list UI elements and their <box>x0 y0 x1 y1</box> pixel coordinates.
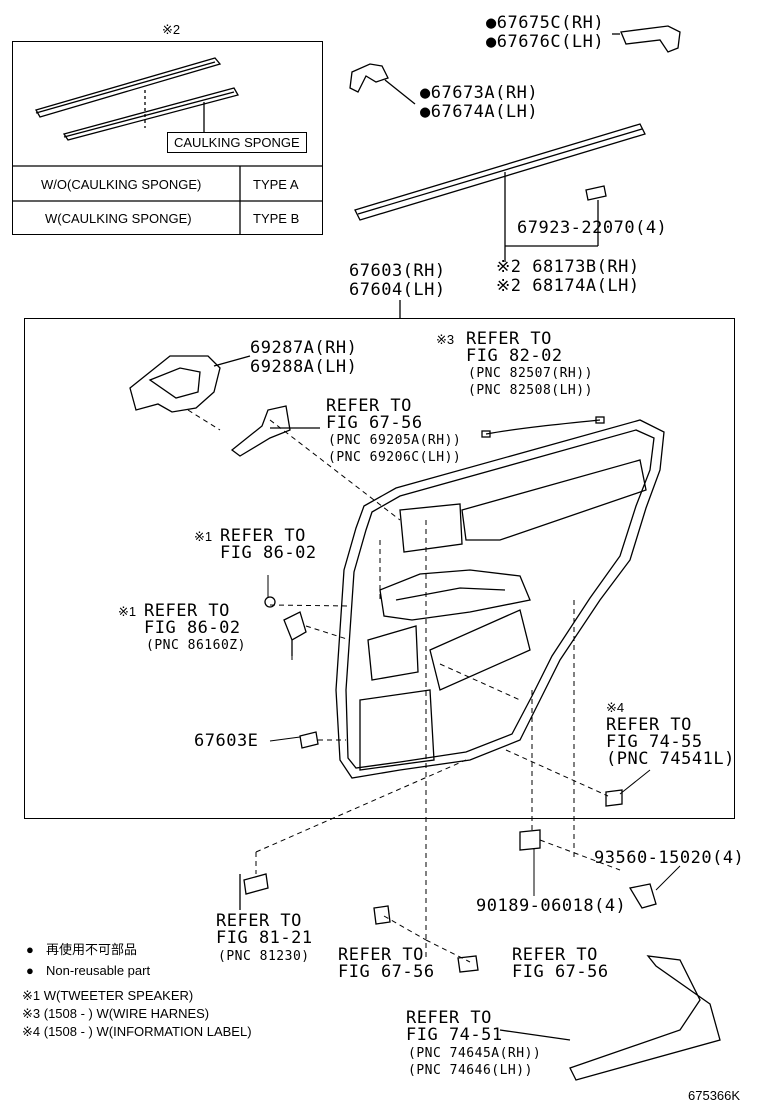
note-nonreusable-en: Non-reusable part <box>46 963 151 978</box>
label-68173b: ※2 68173B(RH) ※2 68174A(LH) <box>496 258 640 296</box>
nonreusable-dot-icon-2: ● <box>26 963 34 978</box>
label-90189: 90189-06018(4) <box>476 896 627 916</box>
ref-fig-74-51-line2: FIG 74-51 <box>406 1025 503 1045</box>
ref-fig-82-02-mark: ※3 <box>436 332 455 347</box>
figure-id: 675366K <box>688 1088 741 1103</box>
label-67675c: ●67675C(RH) ●67676C(LH) <box>486 14 604 52</box>
ref-fig-82-02-pnc2: (PNC 82508(LH)) <box>468 383 593 398</box>
ref-fig-67-56-a-pnc2: (PNC 69206C(LH)) <box>328 450 462 465</box>
label-68173b-rh: ※2 68173B(RH) <box>496 257 640 277</box>
label-67676c-lh: ●67676C(LH) <box>486 32 605 52</box>
label-67603: 67603(RH) 67604(LH) <box>349 262 446 300</box>
ref-fig-86-02-a-line2: FIG 86-02 <box>220 543 317 563</box>
ref-fig-67-56-c-line1: REFER TO <box>512 945 598 965</box>
legend-row-1-condition: W/O(CAULKING SPONGE) <box>41 177 202 192</box>
label-67675c-rh: ●67675C(RH) <box>486 13 605 33</box>
note-3: ※3 (1508 - ) W(WIRE HARNES) <box>22 1006 210 1021</box>
label-67603-rh: 67603(RH) <box>349 261 446 281</box>
legend-box <box>12 41 323 235</box>
ref-fig-74-55-mark: ※4 <box>606 700 625 715</box>
label-68174a-lh: ※2 68174A(LH) <box>496 276 640 296</box>
label-67604-lh: 67604(LH) <box>349 280 446 300</box>
ref-fig-67-56-a-line1: REFER TO <box>326 396 412 416</box>
nonreusable-dot-icon: ● <box>26 942 34 957</box>
label-93560: 93560-15020(4) <box>594 848 745 868</box>
label-69287a: 69287A(RH) 69288A(LH) <box>250 339 357 377</box>
label-69288a-lh: 69288A(LH) <box>250 357 358 377</box>
ref-fig-86-02-b-pnc: (PNC 86160Z) <box>146 638 246 653</box>
note-4: ※4 (1508 - ) W(INFORMATION LABEL) <box>22 1024 252 1039</box>
ref-fig-86-02-b-mark: ※1 <box>118 604 137 619</box>
ref-fig-67-56-b-line1: REFER TO <box>338 945 424 965</box>
note-1: ※1 W(TWEETER SPEAKER) <box>22 988 194 1003</box>
ref-fig-81-21-line2: FIG 81-21 <box>216 928 313 948</box>
ref-fig-81-21-pnc: (PNC 81230) <box>218 949 310 964</box>
label-67673a-rh: ●67673A(RH) <box>420 83 539 103</box>
ref-fig-74-55-line1: REFER TO <box>606 715 692 735</box>
ref-fig-81-21-line1: REFER TO <box>216 911 302 931</box>
legend-row-2-condition: W(CAULKING SPONGE) <box>45 211 192 226</box>
ref-fig-74-51-pnc2: (PNC 74646(LH)) <box>408 1063 533 1078</box>
label-69287a-rh: 69287A(RH) <box>250 338 358 358</box>
label-67673a: ●67673A(RH) ●67674A(LH) <box>420 84 538 122</box>
label-67603e: 67603E <box>194 731 259 751</box>
legend-row-1-type: TYPE A <box>253 177 299 192</box>
ref-fig-74-55-pnc: (PNC 74541L) <box>606 749 735 769</box>
ref-fig-67-56-a-pnc1: (PNC 69205A(RH)) <box>328 433 462 448</box>
caulking-sponge-label: CAULKING SPONGE <box>167 132 307 153</box>
label-67674a-lh: ●67674A(LH) <box>420 102 539 122</box>
legend-ref-mark: ※2 <box>162 22 181 37</box>
label-67923: 67923-22070(4) <box>517 218 668 238</box>
ref-fig-86-02-b-line2: FIG 86-02 <box>144 618 241 638</box>
ref-fig-82-02-line2: FIG 82-02 <box>466 346 563 366</box>
ref-fig-86-02-b-line1: REFER TO <box>144 601 230 621</box>
note-nonreusable-jp: 再使用不可部品 <box>46 942 138 957</box>
ref-fig-86-02-a-line1: REFER TO <box>220 526 306 546</box>
ref-fig-74-55-line2: FIG 74-55 <box>606 732 703 752</box>
ref-fig-82-02-line1: REFER TO <box>466 329 552 349</box>
ref-fig-74-51-pnc1: (PNC 74645A(RH)) <box>408 1046 542 1061</box>
door-panel-assembly-box <box>24 318 735 819</box>
ref-fig-67-56-c-line2: FIG 67-56 <box>512 962 609 982</box>
legend-row-2-type: TYPE B <box>253 211 300 226</box>
ref-fig-67-56-b-line2: FIG 67-56 <box>338 962 435 982</box>
ref-fig-74-51-line1: REFER TO <box>406 1008 492 1028</box>
ref-fig-82-02-pnc1: (PNC 82507(RH)) <box>468 366 593 381</box>
ref-fig-67-56-a-line2: FIG 67-56 <box>326 413 423 433</box>
ref-fig-86-02-a-mark: ※1 <box>194 529 213 544</box>
